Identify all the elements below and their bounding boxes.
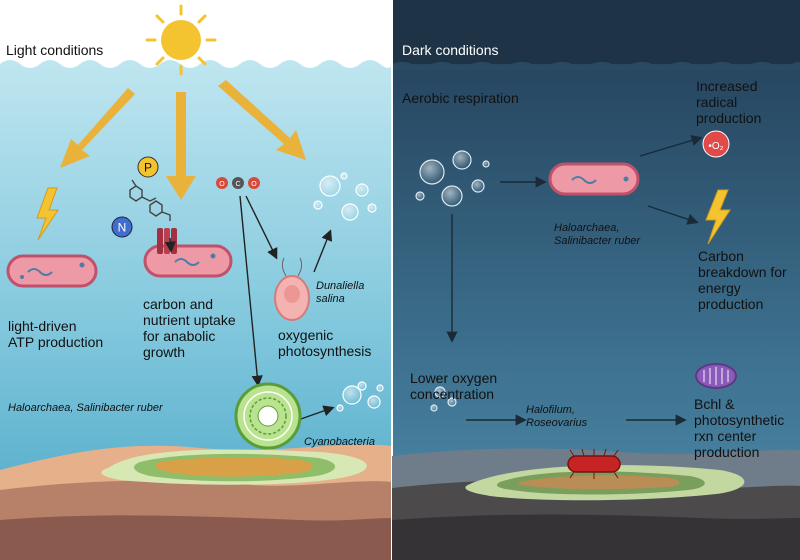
lightning-dark-icon bbox=[705, 189, 731, 245]
dunaliella-cell-icon bbox=[274, 257, 310, 321]
oxygenic-photosynthesis-label: oxygenic photosynthesis bbox=[278, 327, 372, 360]
purple-bacterium-icon bbox=[567, 448, 621, 479]
haloarchaea-dark-label: Haloarchaea, Salinibacter ruber bbox=[554, 222, 641, 247]
light-panel: P N O C O bbox=[0, 0, 392, 560]
nitrogen-label: N bbox=[118, 221, 127, 235]
dark-panel: •O₂ bbox=[391, 0, 800, 560]
radical-production-label: Increased radical production bbox=[696, 78, 762, 127]
oxygen-bubbles-dark-icon bbox=[415, 150, 490, 412]
oxygen-bubbles-icon bbox=[313, 172, 384, 412]
haloarchaea-cell-uptake-icon bbox=[143, 228, 233, 278]
lightning-icon bbox=[36, 187, 59, 241]
cyanobacteria-cell-icon bbox=[234, 382, 302, 450]
radical-icon: •O₂ bbox=[702, 130, 730, 158]
atp-production-label: light-driven ATP production bbox=[8, 318, 104, 351]
aerobic-respiration-label: Aerobic respiration bbox=[402, 90, 519, 106]
cyanobacteria-label: Cyanobacteria bbox=[304, 436, 375, 448]
radical-symbol: •O₂ bbox=[708, 141, 723, 152]
light-rays bbox=[60, 80, 306, 200]
organic-molecule-icon bbox=[129, 179, 171, 221]
haloarchaea-cell-dark-icon bbox=[548, 162, 640, 196]
sun-icon bbox=[145, 4, 217, 76]
nutrient-uptake-label: carbon and nutrient uptake for anabolic … bbox=[143, 296, 236, 361]
co2-c: C bbox=[235, 181, 240, 188]
photosynthetic-membrane-icon bbox=[695, 363, 737, 389]
co2-o1: O bbox=[219, 181, 225, 188]
light-conditions-title: Light conditions bbox=[6, 42, 104, 58]
haloarchaea-light-label: Haloarchaea, Salinibacter ruber bbox=[8, 402, 163, 414]
haloarchaea-cell-icon bbox=[6, 254, 98, 288]
lower-oxygen-label: Lower oxygen concentration bbox=[410, 370, 498, 403]
dunaliella-label: Dunaliella salina bbox=[316, 280, 365, 305]
phosphorus-icon: P bbox=[137, 156, 159, 178]
phosphorus-label: P bbox=[144, 161, 152, 175]
dark-conditions-title: Dark conditions bbox=[402, 42, 499, 58]
bchl-production-label: Bchl & photosynthetic rxn center product… bbox=[694, 396, 785, 461]
nitrogen-icon: N bbox=[111, 216, 133, 238]
halofilum-label: Halofilum, Roseovarius bbox=[526, 404, 588, 429]
co2-molecule-icon: O C O bbox=[216, 177, 260, 189]
carbon-breakdown-label: Carbon breakdown for energy production bbox=[698, 248, 787, 313]
co2-o2: O bbox=[251, 181, 257, 188]
